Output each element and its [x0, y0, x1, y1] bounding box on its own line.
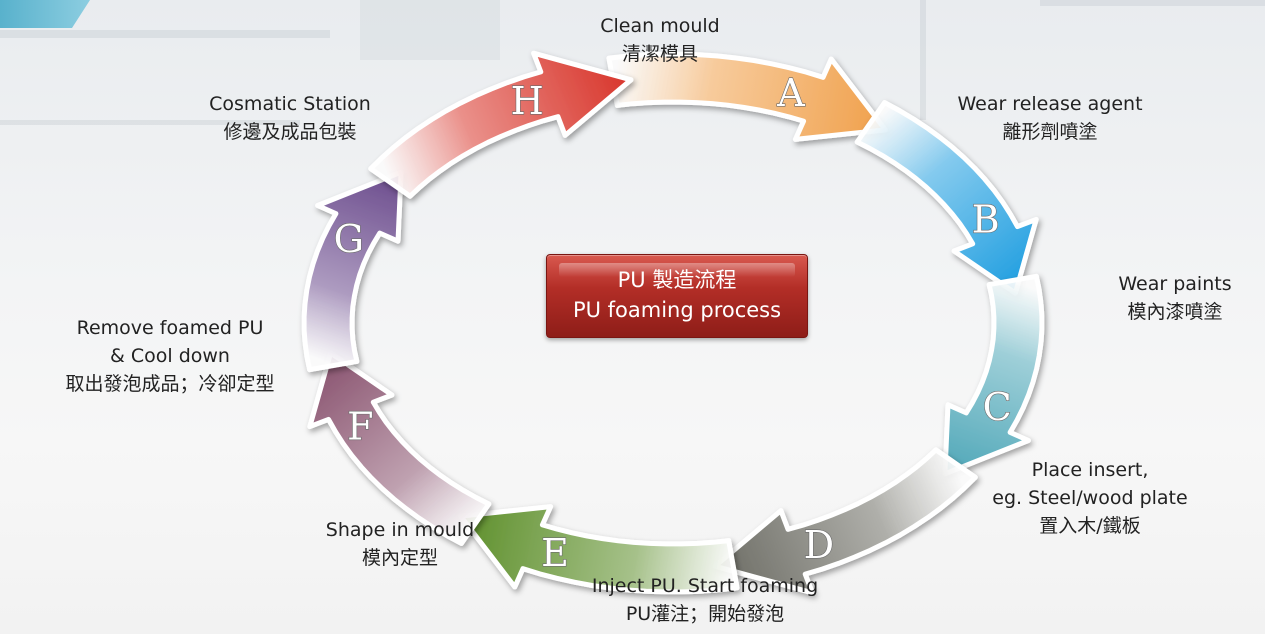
cycle-arrows: A B C D E F G H: [301, 50, 1045, 596]
step-e-text-zh: PU灌注；開始發泡: [625, 603, 785, 625]
step-f-label: Shape in mould 模內定型: [300, 516, 500, 572]
step-h-label: Cosmatic Station 修邊及成品包裝: [180, 90, 400, 146]
step-b-arrow: [854, 100, 1039, 296]
step-h-arrow: [368, 50, 634, 199]
step-c-text-zh: 模內漆噴塗: [1127, 301, 1223, 323]
step-d-text-en-2: eg. Steel/wood plate: [992, 487, 1188, 509]
step-a-label: Clean mould 清潔模具: [560, 12, 760, 68]
step-c-label: Wear paints 模內漆噴塗: [1095, 270, 1255, 326]
step-a-arrow: [606, 51, 888, 142]
step-d-text-en-1: Place insert,: [1031, 459, 1149, 481]
step-b-text-en: Wear release agent: [957, 93, 1143, 115]
process-title-en: PU foaming process: [572, 298, 782, 322]
step-h-letter: H: [511, 79, 544, 123]
step-a-text-zh: 清潔模具: [621, 43, 698, 65]
step-e-letter: E: [541, 531, 569, 575]
process-title-box: PU 製造流程 PU foaming process: [546, 254, 808, 338]
background-stripe: [0, 30, 330, 38]
background-stripe: [1040, 0, 1265, 6]
background-stripe: [360, 0, 500, 60]
background-stripe: [920, 0, 926, 120]
step-g-label: Remove foamed PU & Cool down 取出發泡成品；冷卻定型: [20, 314, 320, 398]
step-b-letter: B: [972, 198, 1000, 242]
step-c-arrow: [942, 273, 1045, 477]
step-a-letter: A: [776, 71, 805, 115]
step-g-text-zh: 取出發泡成品；冷卻定型: [65, 373, 275, 395]
step-b-label: Wear release agent 離形劑噴塗: [930, 90, 1170, 146]
step-d-letter: D: [804, 523, 834, 567]
step-h-text-en: Cosmatic Station: [209, 93, 371, 115]
background-stripe: [0, 120, 300, 125]
step-d-arrow: [712, 447, 978, 596]
corner-accent: [0, 0, 90, 28]
step-c-text-en: Wear paints: [1118, 273, 1232, 295]
step-e-label: Inject PU. Start foaming PU灌注；開始發泡: [560, 572, 850, 628]
step-e-arrow: [458, 504, 740, 595]
step-e-text-en: Inject PU. Start foaming: [591, 575, 819, 597]
step-f-arrow: [307, 350, 492, 546]
step-g-arrow: [301, 169, 404, 373]
step-a-text-en: Clean mould: [600, 15, 720, 37]
step-b-text-zh: 離形劑噴塗: [1002, 121, 1098, 143]
step-g-text-en-1: Remove foamed PU: [76, 317, 264, 339]
step-g-text-en-2: & Cool down: [110, 345, 230, 367]
step-c-letter: C: [983, 385, 1012, 429]
process-title-zh: PU 製造流程: [617, 268, 737, 292]
step-h-text-zh: 修邊及成品包裝: [223, 121, 357, 143]
step-f-letter: F: [347, 405, 373, 449]
step-d-label: Place insert, eg. Steel/wood plate 置入木/鐵…: [960, 456, 1220, 540]
step-f-text-en: Shape in mould: [325, 519, 475, 541]
step-d-text-zh: 置入木/鐵板: [1039, 515, 1141, 537]
step-f-text-zh: 模內定型: [361, 547, 438, 569]
step-g-letter: G: [334, 217, 364, 261]
